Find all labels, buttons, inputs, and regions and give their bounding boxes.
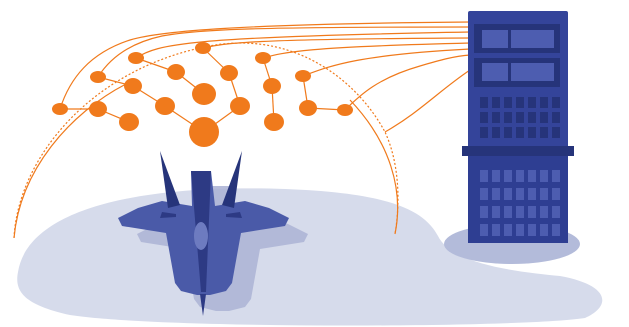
server-rack-icon bbox=[462, 11, 574, 243]
connection-lines bbox=[60, 22, 470, 132]
server-vent-grid-top bbox=[480, 97, 560, 138]
jet-cockpit bbox=[194, 222, 208, 250]
server-shelf bbox=[462, 146, 574, 156]
